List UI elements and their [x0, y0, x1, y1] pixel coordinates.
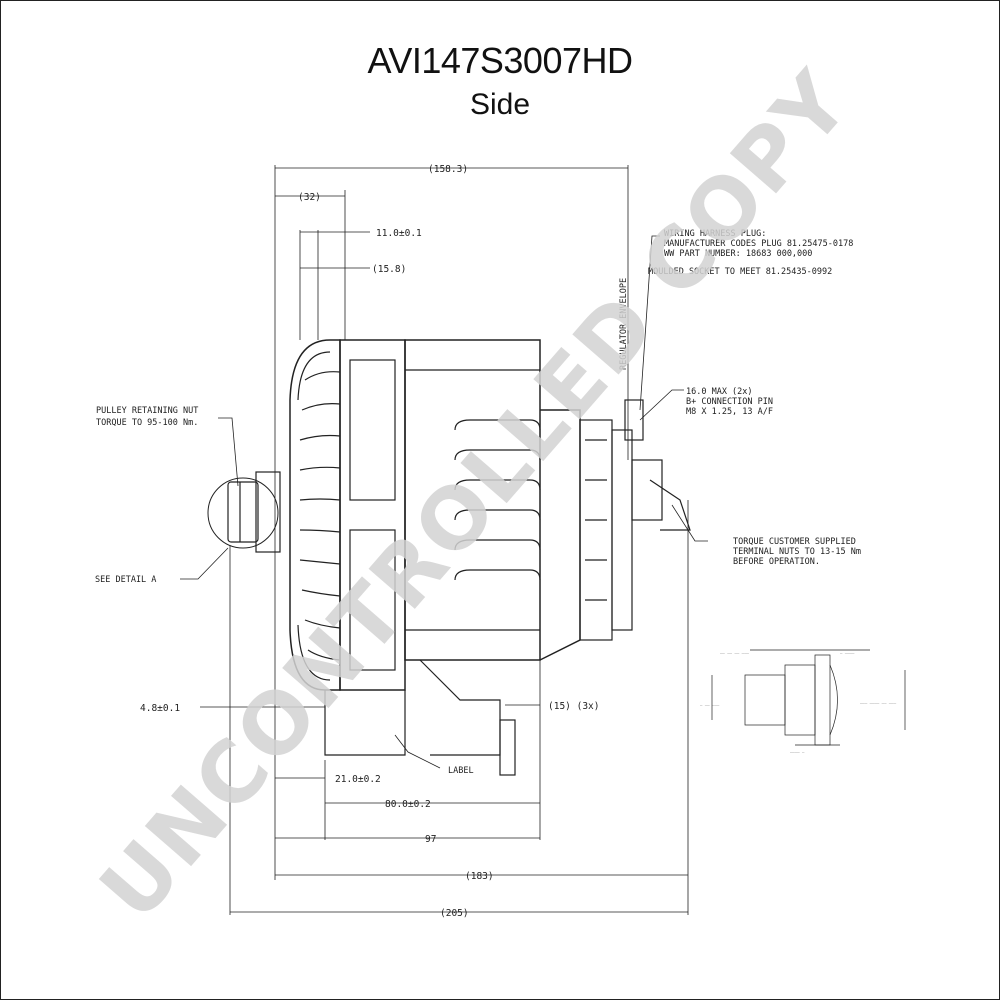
bplus-note-line-2: B+ CONNECTION PIN [686, 397, 773, 407]
drawing-title: AVI147S3007HD [367, 40, 633, 81]
svg-text:_ __ ___: _ __ ___ [700, 701, 720, 706]
pulley-note-line-1: PULLEY RETAINING NUT [96, 406, 198, 416]
bplus-note-line-3: M8 X 1.25, 13 A/F [686, 407, 773, 417]
harness-note-line-3: WW PART NUMBER: 18683 000,000 [664, 249, 812, 259]
alternator-body [207, 339, 691, 776]
dim-15-8: (15.8) [372, 264, 406, 275]
see-detail-note: SEE DETAIL A [95, 575, 156, 585]
regulator-envelope-note: REGULATOR ENVELOPE [619, 278, 629, 370]
dimension-labels: (158.3) (32) 11.0±0.1 (15.8) 4.8±0.1 (15… [140, 164, 599, 919]
dim-4-8: 4.8±0.1 [140, 703, 180, 714]
dim-15-3x: (15) (3x) [548, 701, 599, 712]
drawing-subtitle: Side [469, 88, 531, 121]
detail-circle [207, 477, 279, 549]
dim-11: 11.0±0.1 [376, 228, 422, 239]
harness-note-line-1: WIRING HARNESS PLUG: [664, 229, 766, 239]
dim-80: 80.0±0.2 [385, 799, 431, 810]
dim-205: (205) [440, 908, 469, 919]
dim-158: (158.3) [428, 164, 468, 175]
svg-text:_ ____: _ ____ [840, 649, 855, 654]
torque-note-line-1: TORQUE CUSTOMER SUPPLIED [733, 537, 856, 547]
pulley-note-line-2: TORQUE TO 95-100 Nm. [96, 418, 198, 428]
torque-note-line-3: BEFORE OPERATION. [733, 557, 820, 567]
label-note: LABEL [448, 766, 474, 776]
detail-a-tiny-text: __ __ __ ___ _ ____ _ __ ___ ___ ____ __… [700, 649, 897, 753]
detail-a-inset [711, 649, 906, 746]
dim-97: 97 [425, 834, 436, 845]
note-labels: PULLEY RETAINING NUT TORQUE TO 95-100 Nm… [95, 229, 861, 776]
svg-text:__ __ __ ___: __ __ __ ___ [720, 649, 749, 654]
svg-text:___ ____ __ ___: ___ ____ __ ___ [860, 699, 897, 704]
dim-21: 21.0±0.2 [335, 774, 381, 785]
dimension-lines [180, 165, 708, 915]
svg-text:____ _: ____ _ [790, 748, 805, 753]
pulley-nut [227, 481, 259, 543]
dim-32: (32) [298, 192, 321, 203]
bplus-note-line-1: 16.0 MAX (2x) [686, 387, 753, 397]
torque-note-line-2: TERMINAL NUTS TO 13-15 Nm [733, 547, 861, 557]
harness-note-line-2: MANUFACTURER CODES PLUG 81.25475-0178 [664, 239, 853, 249]
dim-183: (183) [465, 871, 494, 882]
harness-note-line-4: MOULDED SOCKET TO MEET 81.25435-0992 [648, 267, 832, 277]
uncontrolled-copy-watermark: UNCONTROLLED COPY [81, 53, 869, 939]
